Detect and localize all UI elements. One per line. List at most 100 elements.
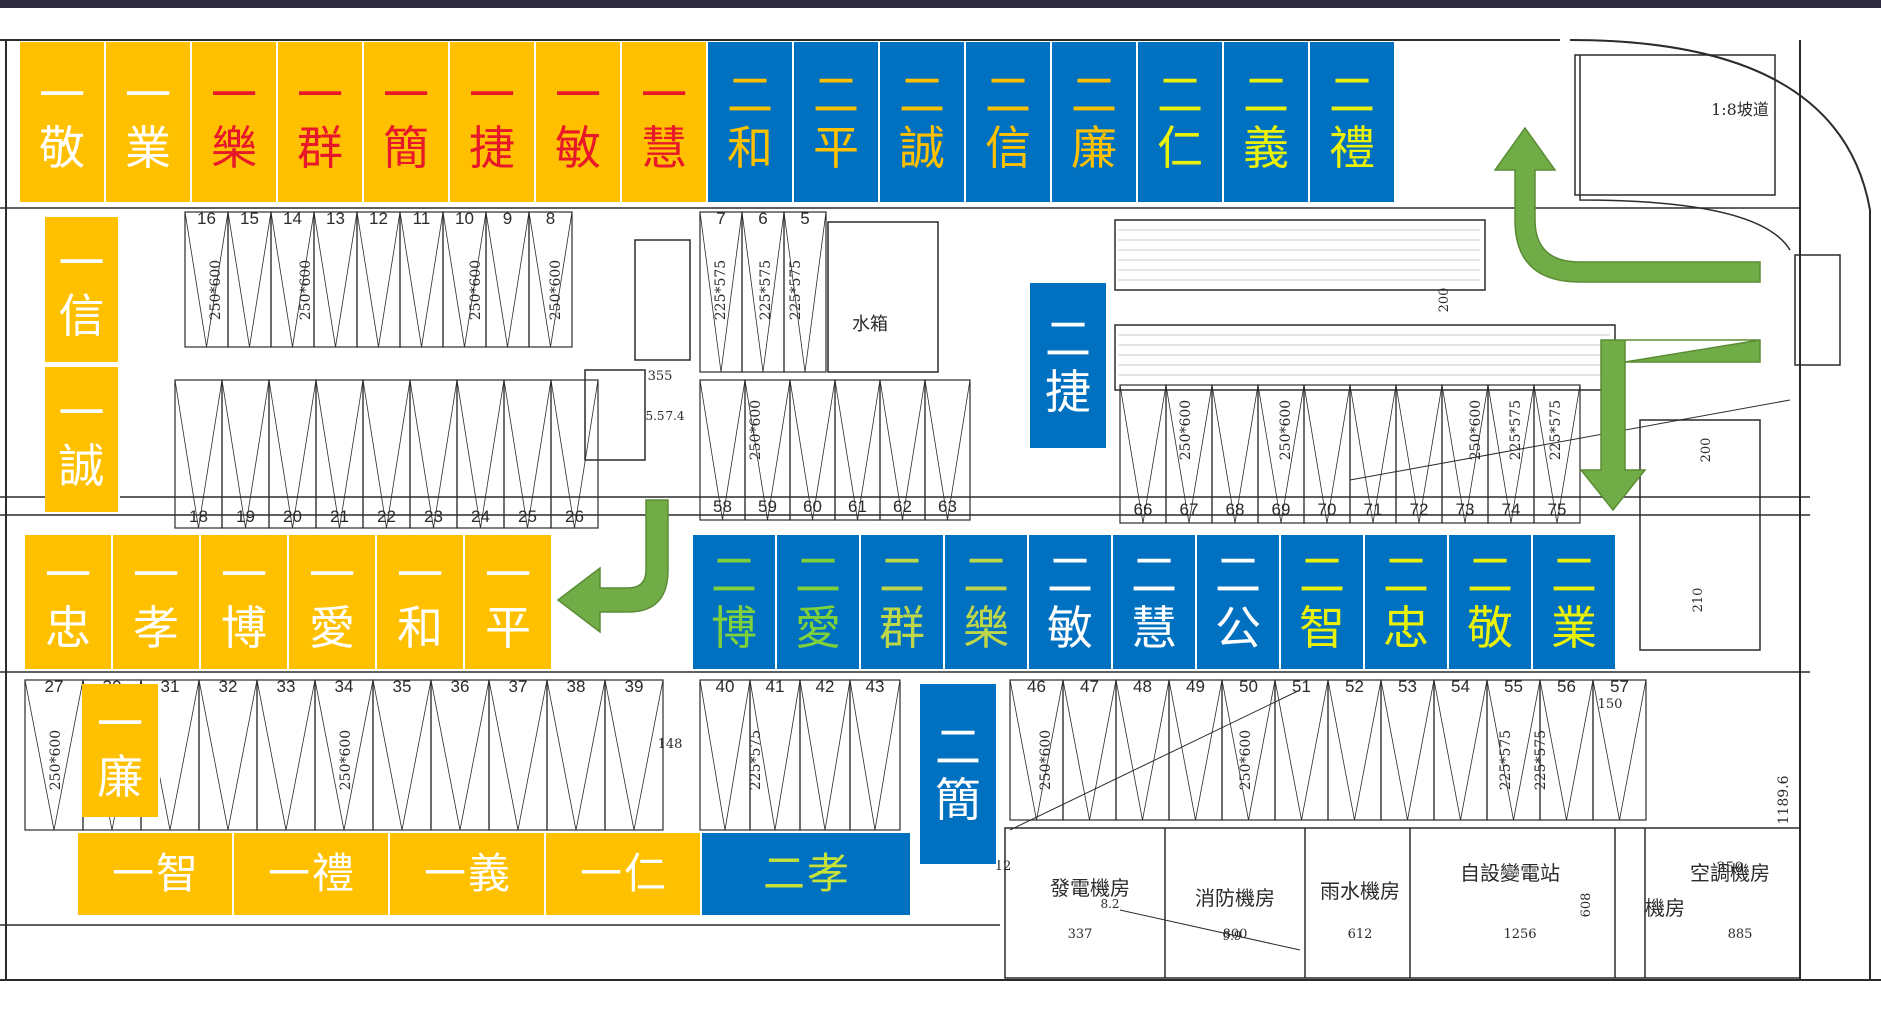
dimension-label: 250*600 bbox=[1278, 400, 1294, 460]
parking-label-top-row-15: 二義 bbox=[1224, 42, 1310, 202]
label-prefix: 二 bbox=[963, 548, 1009, 603]
stair-left bbox=[634, 239, 691, 361]
stall-number: 70 bbox=[1318, 500, 1337, 519]
label-name: 孝 bbox=[133, 601, 179, 655]
label-name: 捷 bbox=[1045, 364, 1091, 419]
label-prefix: 二 bbox=[1157, 68, 1203, 123]
stall-number: 58 bbox=[713, 497, 732, 516]
stall-number: 18 bbox=[189, 507, 208, 526]
label-name: 捷 bbox=[469, 121, 515, 175]
stall-number: 59 bbox=[758, 497, 777, 516]
label-name: 誠 bbox=[899, 121, 945, 175]
parking-label-left-col-18: 一誠 bbox=[45, 367, 120, 512]
label-prefix: 一 bbox=[111, 848, 154, 898]
stall-number: 66 bbox=[1134, 500, 1153, 519]
label-prefix: 一 bbox=[397, 548, 443, 603]
stall-number: 71 bbox=[1364, 500, 1383, 519]
stall-diagonal bbox=[1487, 384, 1535, 524]
stall-diagonal bbox=[834, 379, 881, 521]
parking-label-left-col-17: 一信 bbox=[45, 217, 120, 362]
stall-number: 20 bbox=[283, 507, 302, 526]
parking-label-top-row-3: 一樂 bbox=[192, 42, 278, 202]
dimension-label: 250*600 bbox=[468, 260, 484, 320]
stall-number: 25 bbox=[518, 507, 537, 526]
label-prefix: 一 bbox=[221, 548, 267, 603]
label-name: 樂 bbox=[211, 121, 257, 175]
label-prefix: 二 bbox=[935, 720, 981, 775]
label-prefix: 一 bbox=[297, 68, 343, 123]
stall-number: 31 bbox=[161, 677, 180, 696]
parking-label-middle-right-row-33: 二智 bbox=[1281, 535, 1365, 669]
stall-diagonal bbox=[1380, 679, 1435, 821]
label-prefix: 一 bbox=[97, 696, 143, 751]
stall-diagonal bbox=[488, 679, 548, 831]
label-name: 慧 bbox=[641, 121, 687, 175]
outer-wall bbox=[0, 39, 1881, 981]
stall-number: 37 bbox=[509, 677, 528, 696]
dimension-label: 250*600 bbox=[1238, 730, 1254, 790]
stall-number: 49 bbox=[1186, 677, 1205, 696]
label-prefix: 二 bbox=[1551, 548, 1597, 603]
stall-diagonal bbox=[314, 679, 374, 831]
small-dimension: 7.4 bbox=[665, 409, 684, 423]
room-size: 612 bbox=[1348, 927, 1373, 942]
dimension-label: 250*600 bbox=[208, 260, 224, 320]
label-name: 樂 bbox=[963, 601, 1009, 655]
stall-diagonal bbox=[1303, 384, 1351, 524]
label-prefix: 二 bbox=[1131, 548, 1177, 603]
stall-diagonal bbox=[849, 679, 901, 831]
stall-number: 51 bbox=[1292, 677, 1311, 696]
stall-diagonal bbox=[256, 679, 316, 831]
dimension-label: 225*575 bbox=[1533, 730, 1549, 790]
label-prefix: 二 bbox=[879, 548, 925, 603]
stall-diagonal bbox=[799, 679, 851, 831]
stall-diagonal bbox=[456, 379, 505, 529]
dimension-label: 250*600 bbox=[1038, 730, 1054, 790]
label-prefix: 一 bbox=[579, 848, 622, 898]
stall-number: 7 bbox=[716, 209, 725, 228]
label-prefix: 二 bbox=[1467, 548, 1513, 603]
parking-label-bottom-row-43: 二孝 bbox=[702, 833, 912, 915]
dimension-label: 250*600 bbox=[1468, 400, 1484, 460]
stall-diagonal bbox=[313, 211, 358, 348]
stall-diagonal bbox=[1165, 384, 1213, 524]
curved-ramp-wall bbox=[1569, 39, 1871, 980]
parking-label-top-row-6: 一捷 bbox=[450, 42, 536, 202]
label-name: 禮 bbox=[312, 848, 355, 898]
label-prefix: 一 bbox=[555, 68, 601, 123]
stall-diagonal bbox=[1395, 384, 1443, 524]
parking-label-middle-right-row-30: 二敏 bbox=[1029, 535, 1113, 669]
stall-diagonal bbox=[356, 211, 401, 348]
stall-diagonal bbox=[546, 679, 606, 831]
tank-label: 水箱 bbox=[852, 314, 888, 335]
stall-number: 43 bbox=[866, 677, 885, 696]
label-name: 廉 bbox=[1071, 121, 1117, 175]
stall-number: 10 bbox=[455, 209, 474, 228]
label-prefix: 二 bbox=[1071, 68, 1117, 123]
stall-number: 33 bbox=[277, 677, 296, 696]
parking-label-top-row-7: 一敏 bbox=[536, 42, 622, 202]
parking-label-middle-left-row-20: 一忠 bbox=[25, 535, 113, 669]
stall-diagonal bbox=[1441, 384, 1489, 524]
stall-diagonal bbox=[744, 379, 791, 521]
dimension-label: 250*600 bbox=[748, 400, 764, 460]
stall-number: 27 bbox=[45, 677, 64, 696]
stall-diagonal bbox=[227, 211, 272, 348]
label-name: 敬 bbox=[39, 121, 85, 175]
label-name: 和 bbox=[397, 601, 443, 655]
dimension-label: 150 bbox=[1598, 697, 1623, 712]
label-name: 愛 bbox=[309, 601, 355, 655]
stall-diagonal bbox=[503, 379, 552, 529]
label-name: 禮 bbox=[1329, 121, 1375, 175]
stall-diagonal bbox=[879, 379, 926, 521]
stall-diagonal bbox=[174, 379, 223, 529]
label-prefix: 一 bbox=[58, 235, 105, 290]
stall-diagonal bbox=[198, 679, 258, 831]
label-prefix: 二 bbox=[1329, 68, 1375, 123]
stall-number: 24 bbox=[471, 507, 490, 526]
parking-label-middle-right-row-31: 二慧 bbox=[1113, 535, 1197, 669]
label-prefix: 一 bbox=[641, 68, 687, 123]
room-name: 發電機房 bbox=[1050, 876, 1130, 900]
parking-label-top-row-1: 一敬 bbox=[20, 42, 106, 202]
stall-number: 9 bbox=[503, 209, 512, 228]
